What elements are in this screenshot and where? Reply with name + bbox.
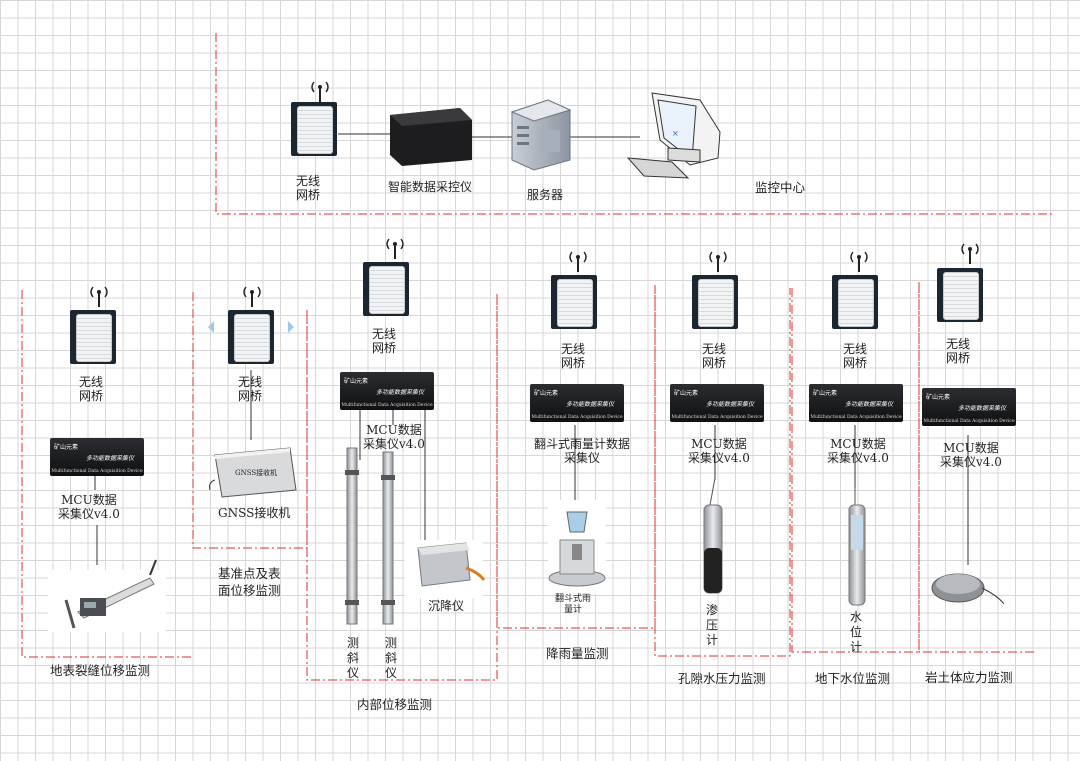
s5-daq-label: MCU数据采集仪v4.0 [688,437,750,465]
center-bridge-label: 无线网桥 [296,174,321,202]
s7-bridge-label: 无线网桥 [946,337,971,365]
s3-incl2-label: 测斜仪 [384,636,397,680]
water-level-gauge-device [848,488,866,606]
s7-daq-label: MCU数据采集仪v4.0 [940,441,1002,469]
s6-sensor-label: 水位计 [849,610,862,654]
gnss-panel-text: GNSS接收机 [235,468,277,477]
section-boundaries [21,33,1055,681]
wireless-bridge-device [692,275,738,329]
wireless-bridge-device [363,262,409,316]
s3-incl1-label: 测斜仪 [346,636,359,680]
s5-sensor-label: 渗压计 [705,603,718,647]
monitoring-center-title: 监控中心 [755,180,806,195]
s5-bridge-label: 无线网桥 [702,342,727,370]
s1-daq-label: MCU数据采集仪v4.0 [58,493,120,521]
wireless-bridge-device [291,102,337,156]
antenna-icon [703,250,733,272]
s4-gauge-label: 翻斗式雨量计 [555,594,592,615]
antenna-icon [955,242,985,264]
arrow-right-icon [288,321,294,333]
inclinometer-tubes [345,447,395,625]
s1-bridge-label: 无线网桥 [79,375,104,403]
antenna-icon [84,285,114,307]
s1-title: 地表裂缝位移监测 [50,663,151,678]
arrow-left-icon [208,321,214,333]
s4-title: 降雨量监测 [546,646,609,661]
wireless-bridge-device [832,275,878,329]
s2-gnss-label: GNSS接收机 [218,506,291,520]
s6-daq-label: MCU数据采集仪v4.0 [827,437,889,465]
settlement-gauge-device [405,540,486,598]
wireless-bridge-device [551,275,597,329]
wireless-bridge-device [937,268,983,322]
antenna-icon [844,250,874,272]
antenna-icon [380,237,410,259]
s4-daq-label: 翻斗式雨量计数据采集仪 [534,437,631,465]
computer-icon: × [626,92,721,179]
s3-bridge-label: 无线网桥 [372,327,397,355]
server-device [510,99,572,171]
server-label: 服务器 [527,188,564,202]
wireless-bridge-device [228,310,274,364]
s3-daq-label: MCU数据采集仪v4.0 [363,423,425,451]
antenna-icon [305,80,335,102]
s3-title: 内部位移监测 [357,697,433,712]
s7-title: 岩土体应力监测 [925,670,1013,685]
s5-title: 孔隙水压力监测 [678,671,766,686]
antenna-icon [563,250,593,272]
s6-bridge-label: 无线网桥 [843,342,868,370]
wireless-bridge-device [70,310,116,364]
crack-meter-device [48,559,166,632]
s2-bridge-label: 无线网桥 [238,375,263,403]
svg-text:×: × [672,129,679,138]
s6-title: 地下水位监测 [815,671,891,686]
antenna-icon [237,285,267,307]
rain-gauge-device [548,500,606,594]
controller-label: 智能数据采控仪 [388,180,473,194]
gnss-receiver-device: GNSS接收机 [209,447,297,498]
smart-controller-device [390,108,472,166]
s3-settle-label: 沉降仪 [428,599,465,613]
earth-pressure-cell-device [931,573,1005,605]
piezometer-device [703,477,723,594]
connection-lines [94,133,969,565]
s4-bridge-label: 无线网桥 [561,342,586,370]
s2-title: 基准点及表面位移监测 [218,566,281,598]
